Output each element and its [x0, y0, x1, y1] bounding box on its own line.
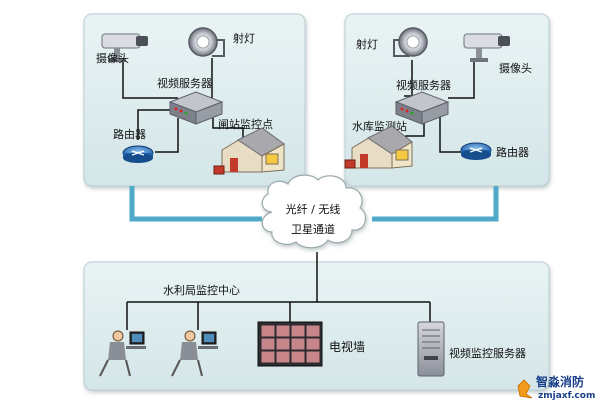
monitor-server-icon	[417, 321, 445, 377]
right-link-line	[372, 186, 499, 222]
network-line2: 卫星通道	[291, 222, 335, 236]
right-camera-icon	[463, 33, 510, 62]
left-spotlight-icon	[188, 27, 225, 57]
operator-workstation-2-icon	[171, 330, 218, 377]
network-cloud	[261, 174, 367, 249]
left-spotlight-label: 射灯	[233, 31, 255, 45]
center-bus-wires	[126, 262, 431, 330]
left-link-line	[129, 186, 262, 222]
left-router-label: 路由器	[113, 127, 146, 141]
right-spotlight-label: 射灯	[356, 37, 378, 51]
monitor-server-label: 视频监控服务器	[449, 346, 526, 360]
watermark-logo-icon	[517, 379, 533, 399]
left-site-wires	[122, 58, 244, 153]
right-router-icon	[460, 142, 492, 160]
right-video-server-icon	[394, 91, 450, 125]
tv-wall-icon	[257, 321, 323, 367]
right-station-house-icon	[344, 125, 413, 169]
left-camera-icon	[101, 33, 148, 62]
center-title: 水利局监控中心	[163, 283, 240, 297]
left-station-house-icon	[213, 127, 285, 175]
right-spotlight-icon	[393, 27, 428, 57]
right-video-server-label: 视频服务器	[396, 78, 451, 92]
left-camera-label: 摄像头	[96, 51, 129, 65]
tv-wall-label: 电视墙	[329, 339, 365, 354]
watermark-name: 智淼消防	[535, 374, 584, 389]
right-router-label: 路由器	[496, 145, 529, 159]
left-router-icon	[122, 145, 154, 163]
left-video-server-label: 视频服务器	[157, 76, 212, 90]
operator-workstation-1-icon	[99, 330, 146, 377]
right-camera-label: 摄像头	[499, 61, 532, 75]
left-station-label: 闸站监控点	[218, 117, 273, 131]
left-video-server-icon	[168, 91, 224, 125]
watermark-url: zmjaxf.com	[538, 391, 595, 401]
network-line1: 光纤 / 无线	[286, 202, 341, 216]
